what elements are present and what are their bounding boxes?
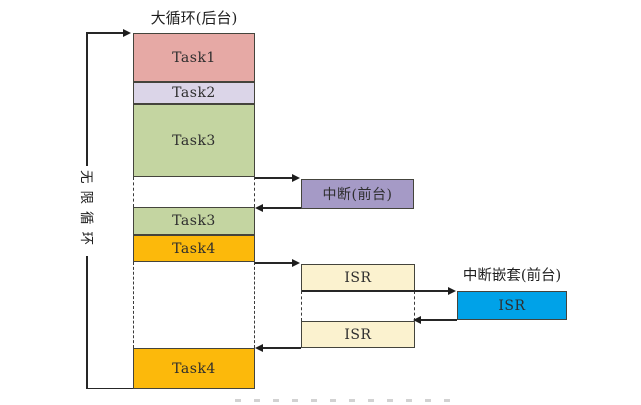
- nested-entry-arrowhead-icon: [448, 286, 456, 295]
- task-label: Task4: [172, 240, 216, 257]
- loop-bottom-line: [86, 387, 134, 390]
- nested-interrupt-title: 中断嵌套(前台): [462, 268, 562, 284]
- nested-entry-line: [302, 290, 451, 292]
- loop-top-line: [86, 32, 126, 34]
- isr-label: ISR: [344, 326, 372, 343]
- task-label: Task1: [172, 49, 216, 66]
- caption-remnant-marks: [235, 399, 453, 402]
- interrupt-box: 中断(前台): [301, 179, 414, 209]
- isr-box-1: ISR: [301, 264, 415, 291]
- isr-label: ISR: [498, 297, 526, 314]
- nested-return-arrowhead-icon: [413, 315, 421, 324]
- isr-label: ISR: [344, 269, 372, 286]
- interrupt-label: 中断(前台): [322, 187, 393, 203]
- isr1-entry-arrowhead-icon: [292, 258, 300, 267]
- interrupt-entry-line: [255, 177, 295, 179]
- task-box-task4-resumed: Task4: [133, 348, 255, 389]
- task-box-task1: Task1: [133, 33, 255, 82]
- preempted-gap-isr: [301, 291, 415, 321]
- task-label: Task3: [172, 213, 216, 229]
- nested-return-line: [420, 319, 457, 321]
- task-box-task4: Task4: [133, 235, 255, 262]
- isr2-return-line: [261, 347, 301, 349]
- isr1-entry-line: [255, 262, 295, 264]
- interrupt-return-arrowhead-icon: [255, 203, 263, 212]
- task-box-task2: Task2: [133, 82, 255, 104]
- nested-isr-box: ISR: [457, 291, 567, 320]
- background-loop-title: 大循环(后台): [150, 9, 238, 27]
- isr2-return-arrowhead-icon: [255, 343, 263, 352]
- task-box-task3-resumed: Task3: [133, 207, 255, 235]
- task-label: Task3: [172, 132, 216, 149]
- isr-box-2: ISR: [301, 321, 415, 348]
- interrupt-return-line: [261, 207, 301, 209]
- task-box-task3: Task3: [133, 104, 255, 177]
- preempted-gap-task4: [133, 262, 255, 348]
- interrupt-entry-arrowhead-icon: [292, 173, 300, 182]
- task-label: Task4: [172, 360, 216, 377]
- loop-vertical-line-upper: [86, 32, 88, 166]
- loop-vertical-line-lower: [86, 256, 88, 389]
- preempted-gap-task3: [133, 177, 255, 207]
- loop-top-arrowhead-icon: [123, 28, 131, 37]
- task-label: Task2: [172, 85, 216, 101]
